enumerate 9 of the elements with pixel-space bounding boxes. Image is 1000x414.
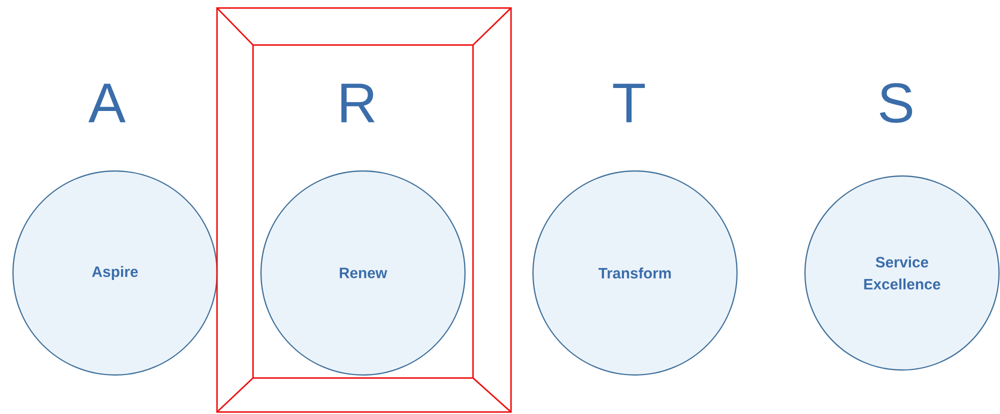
letter: A — [88, 84, 126, 122]
circle-node: Transform — [532, 170, 738, 376]
letter: T — [613, 84, 645, 122]
circle-node: Aspire — [12, 170, 218, 376]
circle-node: Service Excellence — [804, 175, 1000, 371]
circle-node: Renew — [260, 170, 466, 376]
letter: S — [880, 83, 912, 123]
frame-drawing — [216, 7, 512, 413]
letter: R — [341, 84, 375, 122]
